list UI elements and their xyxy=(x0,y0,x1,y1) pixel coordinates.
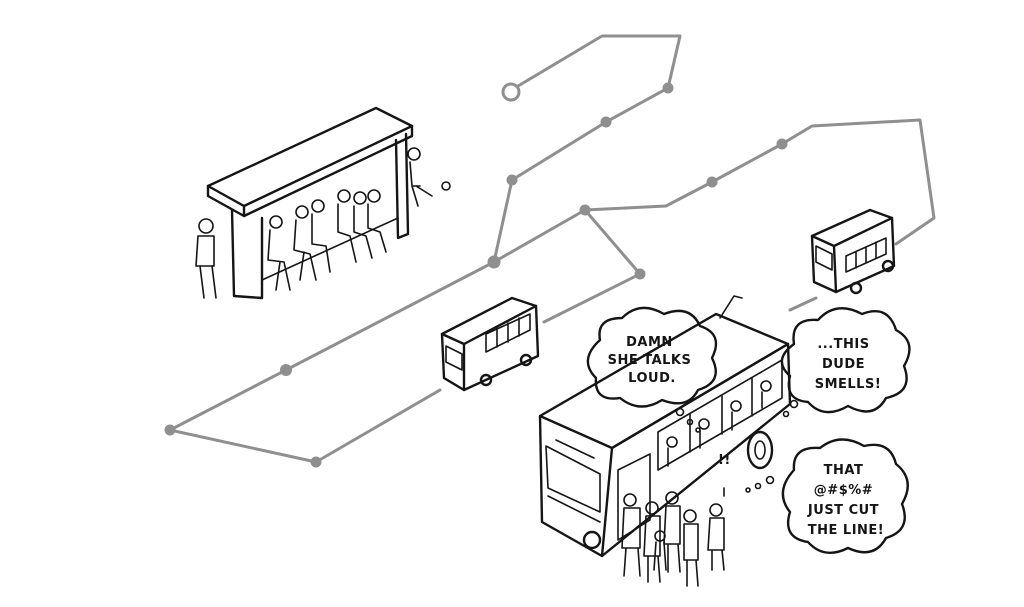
exclamation-mark: !! xyxy=(718,453,731,468)
bus-passengers xyxy=(666,380,772,467)
route-line-branch xyxy=(788,296,818,312)
route-stop xyxy=(600,116,612,128)
route-line-lower xyxy=(492,208,642,324)
thought-bubble-line-cut: THAT @#$%# JUST CUT THE LINE! xyxy=(745,438,909,554)
waiting-passengers xyxy=(267,189,387,291)
thought-bubble-smell: ...THIS DUDE SMELLS! xyxy=(780,307,911,418)
boarding-crowd xyxy=(621,491,725,587)
route-stop xyxy=(164,424,176,436)
bubble-text-smell: ...THIS DUDE SMELLS! xyxy=(815,337,882,392)
standing-man xyxy=(195,218,217,299)
large-bus xyxy=(538,295,792,558)
route-stop xyxy=(776,138,788,150)
route-line-upper xyxy=(168,34,682,464)
route-network xyxy=(164,34,936,468)
route-stop xyxy=(706,176,718,188)
thought-bubble-loud: DAMN SHE TALKS LOUD. xyxy=(586,306,718,433)
small-bus-middle xyxy=(440,296,540,392)
route-stop xyxy=(662,82,674,94)
route-stop xyxy=(579,204,591,216)
route-stop xyxy=(280,364,292,376)
route-stop xyxy=(634,268,646,280)
route-stop xyxy=(487,255,501,269)
route-stop xyxy=(506,174,518,186)
bus-shelter xyxy=(195,106,451,300)
small-bus-right xyxy=(810,208,896,295)
route-line-right xyxy=(583,118,936,246)
route-terminus-icon xyxy=(501,82,521,102)
kid-with-ball xyxy=(407,147,451,207)
bubble-text-loud: DAMN SHE TALKS LOUD. xyxy=(608,335,697,386)
route-stop xyxy=(310,456,322,468)
bubble-text-line-cut: THAT @#$%# JUST CUT THE LINE! xyxy=(807,463,884,538)
route-stops xyxy=(164,82,788,468)
